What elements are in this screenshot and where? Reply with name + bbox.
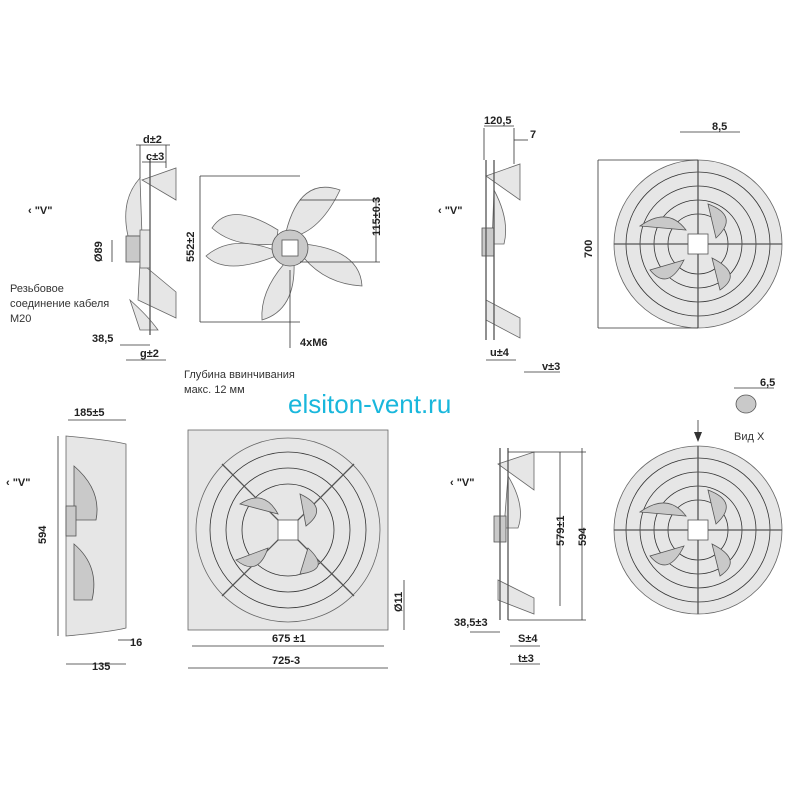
dim-120-5: 120,5 xyxy=(484,115,512,127)
dim-t: t±3 xyxy=(518,653,534,665)
view-x-label: Вид X xyxy=(734,431,765,443)
view-marker-3: ‹ "V" xyxy=(6,477,31,489)
guard-front-top xyxy=(597,131,783,329)
watermark: elsiton-vent.ru xyxy=(288,389,451,419)
dim-700: 700 xyxy=(583,240,595,258)
side-view-bottom-left xyxy=(57,419,134,665)
note-depth-2: макс. 12 мм xyxy=(184,384,245,396)
note-cable-2: соединение кабеля xyxy=(10,298,109,310)
view-marker-4: ‹ "V" xyxy=(450,477,475,489)
dim-675: 675 ±1 xyxy=(272,633,306,645)
dim-38-5-top: 38,5 xyxy=(92,333,113,345)
dim-135: 135 xyxy=(92,661,110,673)
dim-u: u±4 xyxy=(490,347,510,359)
dim-dia-11: Ø11 xyxy=(393,592,405,612)
dim-v: v±3 xyxy=(542,361,560,373)
dim-115: 115±0.3 xyxy=(371,197,383,236)
dim-594-left: 594 xyxy=(37,525,49,544)
dim-594-right: 594 xyxy=(577,527,589,546)
dim-16: 16 xyxy=(130,637,142,649)
view-marker-2: ‹ "V" xyxy=(438,205,463,217)
side-view-top-left xyxy=(111,144,177,361)
dim-8-5: 8,5 xyxy=(712,121,727,133)
dim-4xm6: 4xM6 xyxy=(300,337,328,349)
dim-552: 552±2 xyxy=(185,231,197,262)
note-cable-3: M20 xyxy=(10,313,31,325)
impeller-front-view xyxy=(199,175,380,348)
dim-725: 725-3 xyxy=(272,655,300,667)
plate-front-view xyxy=(187,429,405,669)
side-view-top-right xyxy=(481,125,560,373)
dim-dia-89: Ø89 xyxy=(93,241,105,262)
dim-d: d±2 xyxy=(143,134,162,146)
dim-s: S±4 xyxy=(518,633,538,645)
note-depth-1: Глубина ввинчивания xyxy=(184,369,295,381)
guard-front-bottom xyxy=(613,420,783,615)
side-view-bottom-right xyxy=(470,448,586,665)
dim-c: c±3 xyxy=(146,151,164,163)
note-cable-1: Резьбовое xyxy=(10,283,64,295)
dim-579: 579±1 xyxy=(555,515,567,546)
dim-g: g±2 xyxy=(140,348,159,360)
dim-6-5: 6,5 xyxy=(760,377,775,389)
dim-7: 7 xyxy=(530,129,536,141)
dim-185: 185±5 xyxy=(74,407,105,419)
view-marker-1: ‹ "V" xyxy=(28,205,53,217)
dim-38-5-bottom: 38,5±3 xyxy=(454,617,488,629)
detail-view-x xyxy=(734,387,774,414)
